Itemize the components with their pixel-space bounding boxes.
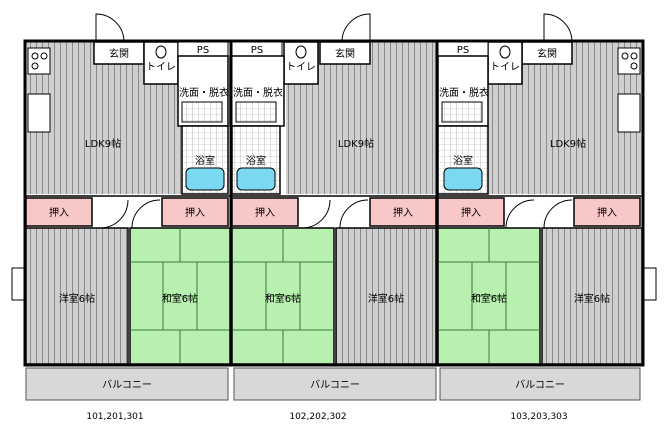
entrance-label: 玄関 [335,47,355,60]
entrance-label: 玄関 [537,47,557,60]
bathtub-icon [236,167,276,191]
unit-103: 玄関 トイレ PS 洗面・脱衣 浴室 LDK9帖 押入 押入 和室6帖 洋室6帖… [437,13,657,422]
sink-icon [617,93,641,133]
bathtub-icon [443,167,483,191]
stove-icon [617,47,641,75]
closet-b [161,197,229,227]
japanese-label: 和室6帖 [471,292,507,305]
western-label: 洋室6帖 [59,292,95,305]
wash-label: 洗面・脱衣 [179,86,229,99]
bathtub-icon [185,167,225,191]
balcony [439,367,641,401]
balcony-label: バルコニー [102,379,152,391]
ldk-label: LDK9帖 [550,137,586,150]
toilet-label: トイレ [286,62,316,73]
bath-label: 浴室 [195,154,215,167]
closet-a [231,197,299,227]
sink-icon [27,93,51,133]
ldk-label: LDK9帖 [85,137,121,150]
ps-label: PS [197,45,209,56]
washing-machine-pan [441,101,483,123]
ldk-label: LDK9帖 [338,137,374,150]
unit-102: 玄関 トイレ PS 洗面・脱衣 浴室 LDK9帖 押入 押入 和室6帖 洋室6帖… [229,13,437,422]
entrance-label: 玄関 [109,47,129,60]
washing-machine-pan [181,101,223,123]
japanese-label: 和室6帖 [265,292,301,305]
unit-number-label: 102,202,302 [289,412,346,422]
toilet [283,41,319,85]
unit-number-label: 101,201,301 [86,412,143,422]
closet-a-label: 押入 [461,206,481,219]
closet-b-label: 押入 [597,206,617,219]
ps-label: PS [251,45,263,56]
closet-a-label: 押入 [49,206,69,219]
balcony [233,367,437,401]
toilet-label: トイレ [490,62,520,73]
toilet-bowl-icon [295,45,307,59]
western-label: 洋室6帖 [368,292,404,305]
bath-label: 浴室 [246,154,266,167]
toilet-bowl-icon [499,45,511,59]
bath-label: 浴室 [453,154,473,167]
ps-label: PS [457,45,469,56]
western-label: 洋室6帖 [574,292,610,305]
toilet-label: トイレ [146,62,176,73]
closet-b [369,197,437,227]
closet-b [573,197,641,227]
unit-101: 玄関 トイレ PS 洗面・脱衣 浴室 LDK9帖 押入 押入 洋室6帖 和室6帖 [11,13,231,422]
wash-label: 洗面・脱衣 [233,86,283,99]
wash-label: 洗面・脱衣 [439,86,489,99]
balcony-label: バルコニー [310,379,360,391]
western-room [541,227,643,365]
western-room [335,227,437,365]
balcony [25,367,229,401]
toilet-bowl-icon [155,45,167,59]
building-walls [23,39,645,367]
washing-machine-pan [235,101,277,123]
closet-a-label: 押入 [255,206,275,219]
closet-a [25,197,93,227]
closet-b-label: 押入 [393,206,413,219]
stove-icon [27,47,51,75]
unit-number-label: 103,203,303 [510,412,567,422]
japanese-label: 和室6帖 [162,292,198,305]
closet-b-label: 押入 [185,206,205,219]
balcony-label: バルコニー [515,379,565,391]
